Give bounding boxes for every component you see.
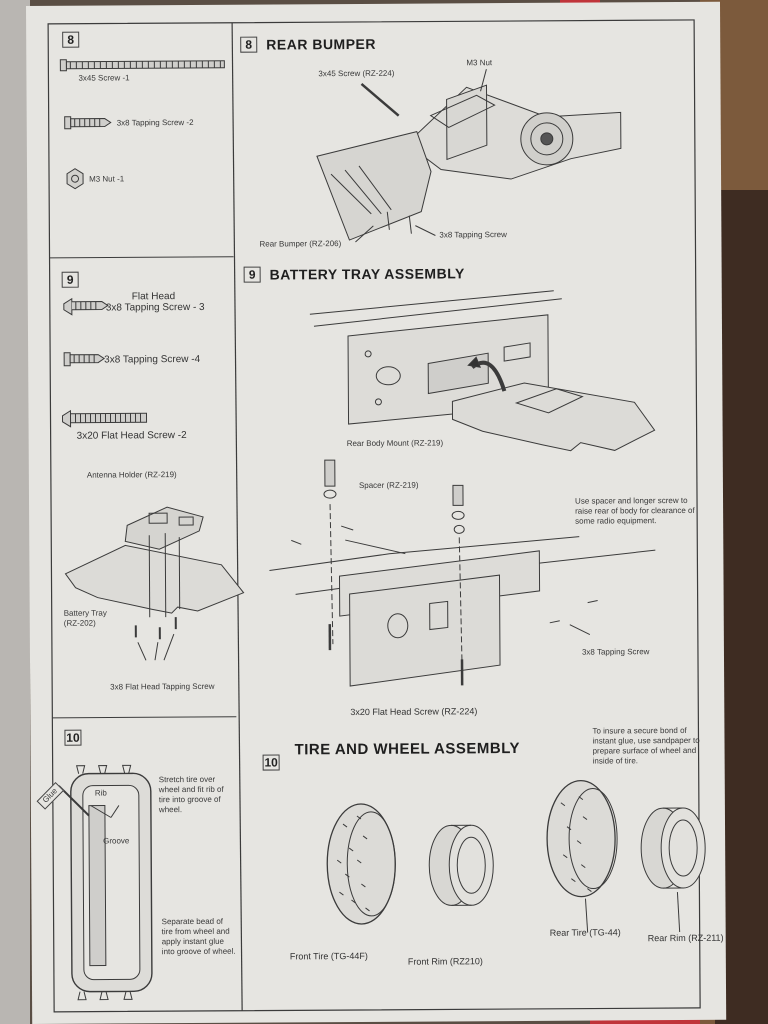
parts-list-flat-head: Flat Head: [131, 291, 176, 303]
instruction-page: 8 3x45 Screw -1 3x8 Tapping Screw -2 M3 …: [26, 1, 727, 1024]
antenna-holder-label: Antenna Holder (RZ-219): [86, 470, 177, 480]
tapping-screw-4-icon: [63, 352, 106, 367]
battery-tray-title: BATTERY TRAY ASSEMBLY: [269, 265, 465, 283]
groove-label: Groove: [103, 836, 130, 846]
tire-wheel-step-number: 10: [262, 754, 280, 771]
rear-bumper-screw-label: 3x45 Screw (RZ-224): [318, 68, 395, 79]
stretch-tire-note: Stretch tire over wheel and fit rib of t…: [158, 774, 224, 815]
sandpaper-note: To insure a secure bond of instant glue,…: [592, 725, 700, 766]
screw-3x45-icon: [59, 59, 225, 72]
front-tire-label: Front Tire (TG-44F): [289, 950, 368, 962]
battery-tray-small-diagram: [64, 506, 245, 661]
rear-bumper-nut-label: M3 Nut: [466, 58, 493, 68]
flat-head-tapping-label: 3x8 Flat Head Tapping Screw: [110, 681, 215, 692]
rear-rim-drawing: [640, 807, 706, 933]
rear-tire-drawing: [546, 779, 618, 933]
tapping-screw-icon: [64, 116, 112, 130]
rib-label: Rib: [94, 788, 107, 798]
rear-bumper-part-label: Rear Bumper (RZ-206): [259, 239, 342, 249]
rear-bumper-diagram: [316, 69, 622, 243]
rear-rim-label: Rear Rim (RZ-211): [647, 932, 724, 944]
rear-bumper-title: REAR BUMPER: [266, 35, 377, 53]
rear-body-mount-label: Rear Body Mount (RZ-219): [346, 438, 444, 449]
rear-bumper-step-number: 8: [240, 36, 258, 53]
parts-list-tapping-3: 3x8 Tapping Screw - 3: [105, 301, 205, 314]
parts-list-tapping-4: 3x8 Tapping Screw -4: [104, 353, 201, 366]
rear-tire-label: Rear Tire (TG-44): [549, 927, 621, 938]
battery-tray-chassis-diagram: [309, 290, 656, 452]
m3-nut-icon: [66, 168, 84, 190]
battery-tray-tapping-label: 3x8 Tapping Screw: [581, 647, 650, 657]
flat-head-screw-3x20-icon: [62, 409, 148, 428]
tire-cross-section-diagram: [58, 764, 153, 1001]
parts-list-step-8-number: 8: [62, 31, 80, 48]
spacer-note: Use spacer and longer screw to raise rea…: [575, 495, 695, 526]
background-page-edge: [0, 0, 30, 1024]
page-artwork: [47, 19, 706, 1013]
parts-list-step-9-number: 9: [61, 271, 79, 288]
parts-list-step-10-number: 10: [64, 729, 82, 746]
front-tire-drawing: [326, 803, 396, 925]
separate-bead-note: Separate bead of tire from wheel and app…: [161, 916, 236, 957]
parts-list-item-tapping: 3x8 Tapping Screw -2: [116, 117, 194, 128]
flat-head-screw-icon: [63, 297, 109, 316]
battery-tray-label: Battery Tray (RZ-202): [63, 608, 107, 628]
rear-bumper-tapping-label: 3x8 Tapping Screw: [439, 230, 507, 240]
battery-tray-step-number: 9: [243, 266, 261, 283]
parts-list-item-screw: 3x45 Screw -1: [78, 73, 130, 83]
parts-list-item-nut: M3 Nut -1: [89, 174, 125, 184]
flat-head-3x20-label: 3x20 Flat Head Screw (RZ-224): [350, 706, 478, 718]
front-rim-drawing: [428, 824, 494, 906]
rear-body-mount-diagram: [269, 459, 656, 687]
tire-wheel-title: TIRE AND WHEEL ASSEMBLY: [294, 739, 521, 759]
parts-list-flat-3x20: 3x20 Flat Head Screw -2: [76, 430, 187, 442]
spacer-label: Spacer (RZ-219): [358, 480, 419, 490]
front-rim-label: Front Rim (RZ210): [407, 956, 483, 967]
